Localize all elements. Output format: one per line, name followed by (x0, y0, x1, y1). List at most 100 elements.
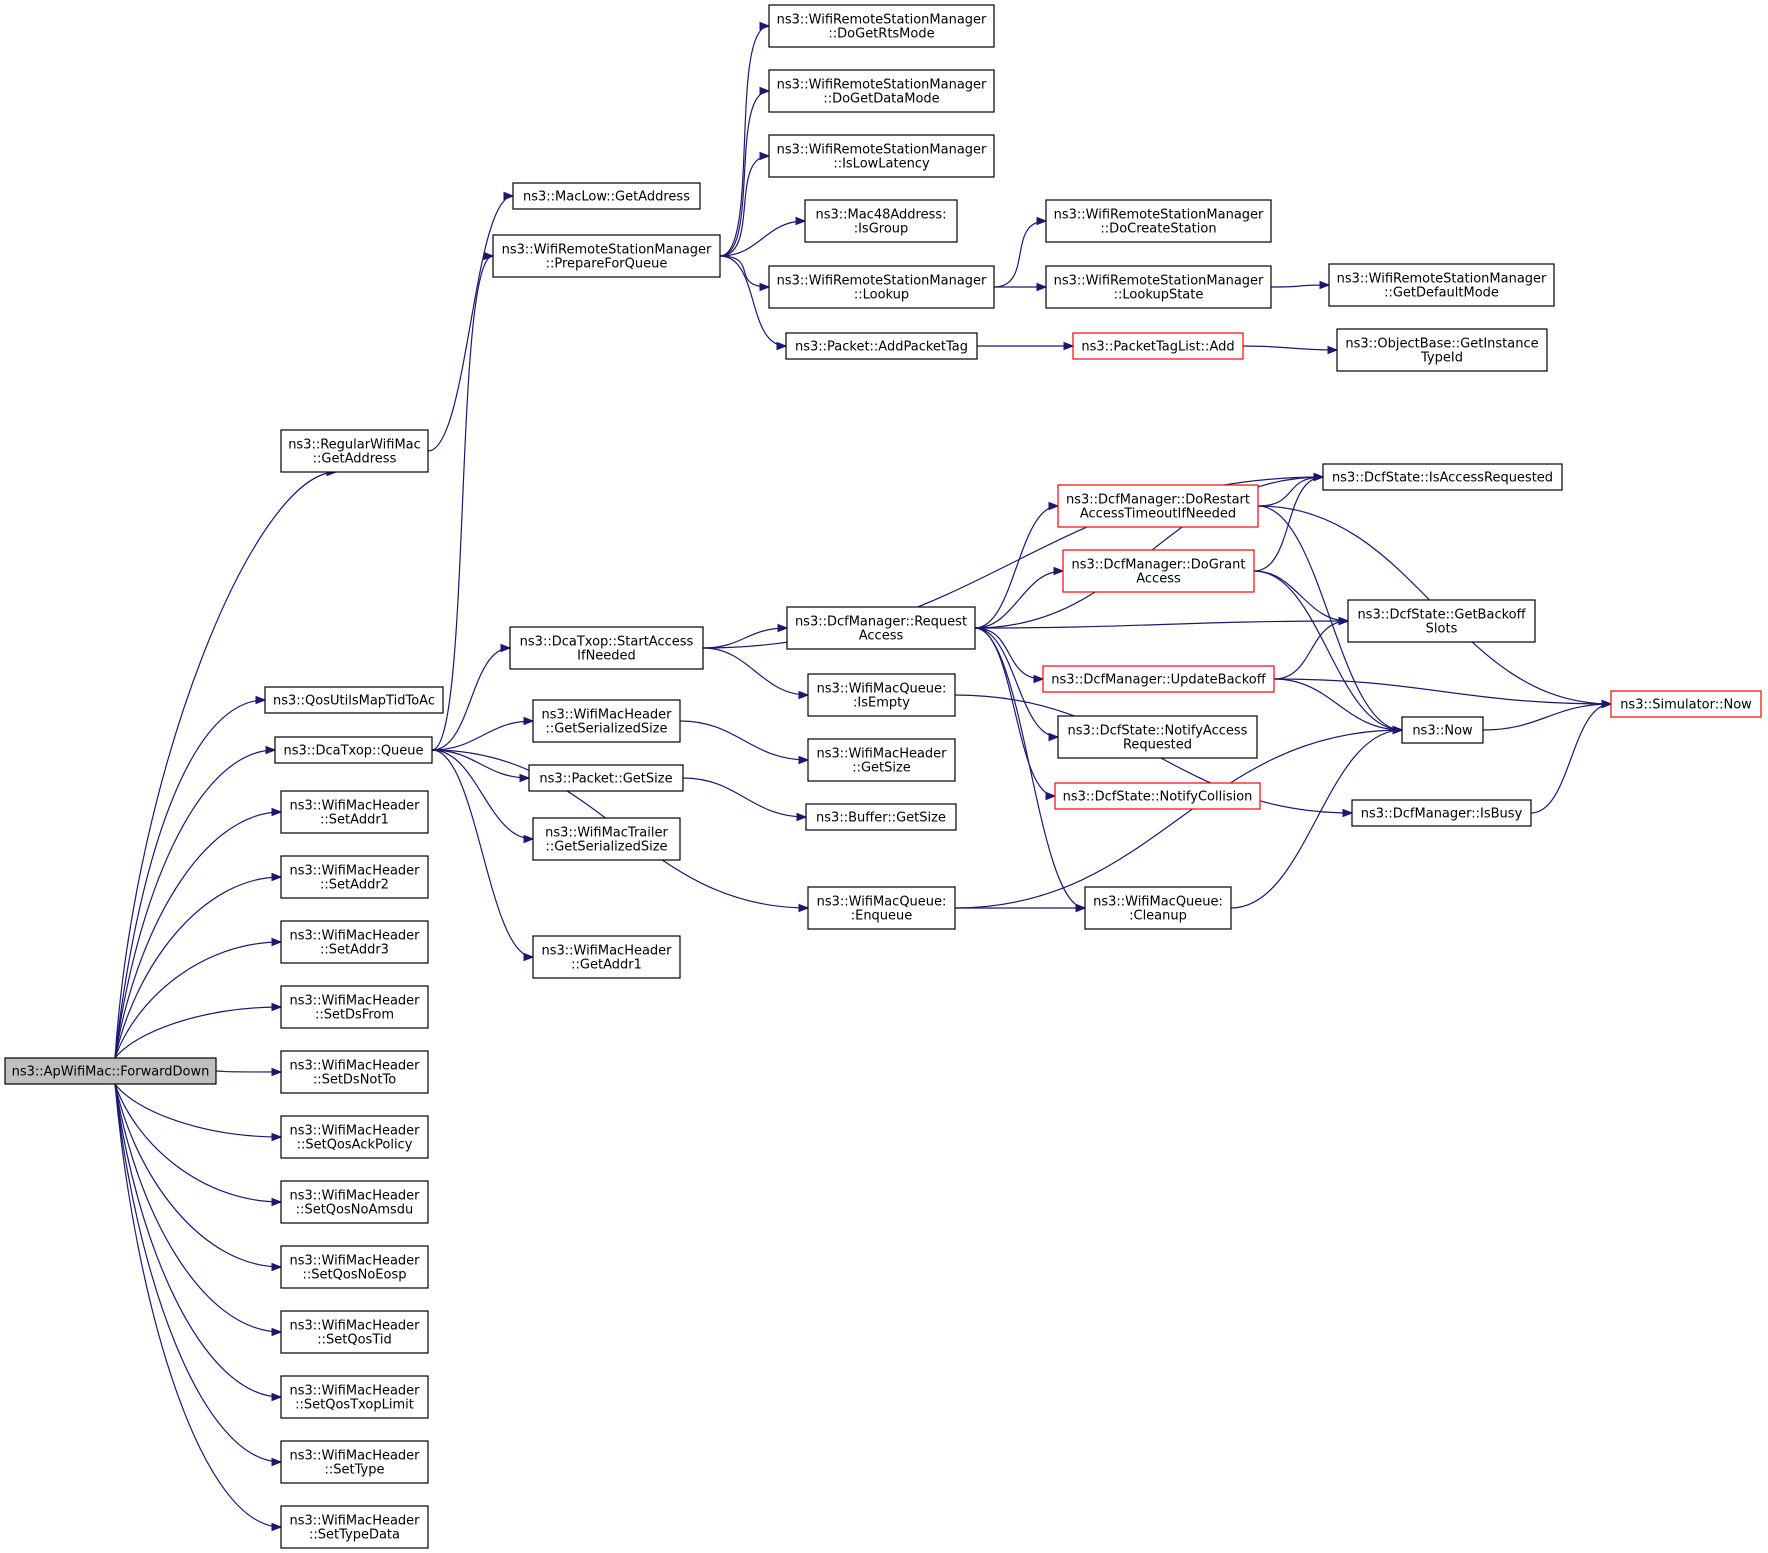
arrowhead (1063, 341, 1075, 351)
node-sqtl[interactable]: ns3::WifiMacHeader::SetQosTxopLimit (280, 1375, 429, 1419)
edge-pfq-isg (719, 220, 806, 257)
arrowhead (271, 1392, 283, 1402)
node-label: AccessTimeoutIfNeeded (1080, 507, 1236, 522)
node-std[interactable]: ns3::WifiMacHeader::SetTypeData (280, 1505, 429, 1549)
edge-drat-iar (1257, 476, 1324, 507)
node-gdm[interactable]: ns3::WifiRemoteStationManager::GetDefaul… (1328, 263, 1555, 307)
node-st[interactable]: ns3::WifiMacHeader::SetType (280, 1440, 429, 1484)
node-mlga[interactable]: ns3::MacLow::GetAddress (512, 182, 701, 210)
node-qie[interactable]: ns3::WifiMacQueue::IsEmpty (807, 673, 956, 717)
edge-fd-sqtl (114, 1083, 282, 1398)
node-rgwa[interactable]: ns3::RegularWifiMac::GetAddress (280, 429, 429, 473)
node-pgs[interactable]: ns3::Packet::GetSize (528, 764, 684, 792)
node-lkp[interactable]: ns3::WifiRemoteStationManager::Lookup (768, 265, 995, 309)
arrowhead (271, 1002, 283, 1012)
node-gad1[interactable]: ns3::WifiMacHeader::GetAddr1 (532, 935, 681, 979)
edge-dga-gbs (1253, 570, 1349, 622)
node-box (1072, 332, 1244, 360)
node-qumt[interactable]: ns3::QosUtilsMapTidToAc (264, 686, 444, 714)
node-ub[interactable]: ns3::DcfManager::UpdateBackoff (1042, 665, 1275, 693)
arrowhead (519, 773, 531, 783)
node-box (280, 1505, 429, 1549)
node-enq[interactable]: ns3::WifiMacQueue::Enqueue (807, 886, 956, 930)
node-sqna[interactable]: ns3::WifiMacHeader::SetQosNoAmsdu (280, 1180, 429, 1224)
node-label: ns3::WifiMacHeader (289, 799, 420, 814)
node-ptla[interactable]: ns3::PacketTagList::Add (1072, 332, 1244, 360)
node-box (280, 1245, 429, 1289)
node-label: ::SetTypeData (309, 1528, 400, 1543)
node-clean[interactable]: ns3::WifiMacQueue::Cleanup (1084, 886, 1232, 930)
node-sqne[interactable]: ns3::WifiMacHeader::SetQosNoEosp (280, 1245, 429, 1289)
node-iar[interactable]: ns3::DcfState::IsAccessRequested (1322, 463, 1563, 491)
node-now[interactable]: ns3::Now (1401, 716, 1484, 744)
node-bgs[interactable]: ns3::Buffer::GetSize (805, 803, 957, 831)
edge-pfq-ddm (719, 90, 770, 257)
node-ill[interactable]: ns3::WifiRemoteStationManager::IsLowLate… (768, 134, 995, 178)
node-snow[interactable]: ns3::Simulator::Now (1610, 690, 1762, 718)
node-label: ns3::Now (1412, 724, 1473, 739)
edge-dmra-nc (974, 627, 1056, 797)
node-sdnt[interactable]: ns3::WifiMacHeader::SetDsNotTo (280, 1050, 429, 1094)
node-label: ::GetSerializedSize (545, 840, 667, 855)
arrowhead (271, 1522, 283, 1532)
node-box (280, 1180, 429, 1224)
node-box (532, 699, 681, 743)
node-label: ns3::Packet::AddPacketTag (795, 340, 968, 355)
node-sdf[interactable]: ns3::WifiMacHeader::SetDsFrom (280, 985, 429, 1029)
node-sqap[interactable]: ns3::WifiMacHeader::SetQosAckPolicy (280, 1115, 429, 1159)
arrowhead (1392, 725, 1404, 735)
edge-pgs-bgs (682, 777, 807, 818)
arrowhead (271, 807, 283, 817)
edge-fd-sqt (114, 1083, 282, 1333)
node-lks[interactable]: ns3::WifiRemoteStationManager::LookupSta… (1045, 265, 1272, 309)
arrowhead (777, 623, 789, 633)
node-hgs[interactable]: ns3::WifiMacHeader::GetSize (807, 738, 956, 782)
node-ibusy[interactable]: ns3::DcfManager::IsBusy (1351, 799, 1532, 827)
arrowhead (798, 690, 810, 700)
node-sa2[interactable]: ns3::WifiMacHeader::SetAddr2 (280, 855, 429, 899)
node-label: ::GetDefaultMode (1384, 286, 1499, 301)
node-drts[interactable]: ns3::WifiRemoteStationManager::DoGetRtsM… (768, 4, 995, 48)
arrowhead (1033, 674, 1045, 684)
node-box (1054, 782, 1261, 810)
node-label: :IsEmpty (853, 696, 910, 711)
node-isg[interactable]: ns3::Mac48Address::IsGroup (804, 199, 958, 243)
node-nc[interactable]: ns3::DcfState::NotifyCollision (1054, 782, 1261, 810)
node-box (274, 736, 433, 764)
edge-fd-std (114, 1083, 282, 1528)
node-gss[interactable]: ns3::WifiMacHeader::GetSerializedSize (532, 699, 681, 743)
node-sa1[interactable]: ns3::WifiMacHeader::SetAddr1 (280, 790, 429, 834)
node-label: ns3::DcfState::IsAccessRequested (1332, 471, 1553, 486)
node-label: ::GetSize (852, 761, 911, 776)
edge-dmra-nar (974, 627, 1059, 738)
node-box (1062, 549, 1255, 593)
node-label: ns3::WifiMacHeader (289, 994, 420, 1009)
node-dcs[interactable]: ns3::WifiRemoteStationManager::DoCreateS… (1045, 199, 1272, 243)
node-drat[interactable]: ns3::DcfManager::DoRestartAccessTimeoutI… (1057, 484, 1259, 528)
node-sqt[interactable]: ns3::WifiMacHeader::SetQosTid (280, 1310, 429, 1354)
edge-pfq-apt (719, 255, 787, 347)
node-ddm[interactable]: ns3::WifiRemoteStationManager::DoGetData… (768, 69, 995, 113)
node-label: ns3::WifiRemoteStationManager (777, 78, 987, 93)
node-label: ::DoGetDataMode (823, 92, 939, 107)
node-label: ns3::WifiMacQueue: (817, 895, 947, 910)
node-sa3[interactable]: ns3::WifiMacHeader::SetAddr3 (280, 920, 429, 964)
node-dcq[interactable]: ns3::DcaTxop::Queue (274, 736, 433, 764)
node-box (786, 606, 976, 650)
node-label: ns3::ApWifiMac::ForwardDown (12, 1065, 210, 1080)
node-fd[interactable]: ns3::ApWifiMac::ForwardDown (4, 1057, 217, 1085)
edge-ptla-gti (1242, 345, 1338, 351)
node-label: ::SetDsFrom (315, 1008, 394, 1023)
node-label: IfNeeded (577, 649, 636, 664)
edge-pfq-ill (719, 155, 770, 257)
node-apt[interactable]: ns3::Packet::AddPacketTag (785, 332, 978, 360)
node-pfq[interactable]: ns3::WifiRemoteStationManager::PrepareFo… (492, 234, 721, 278)
node-wmt[interactable]: ns3::WifiMacTrailer::GetSerializedSize (532, 817, 681, 861)
